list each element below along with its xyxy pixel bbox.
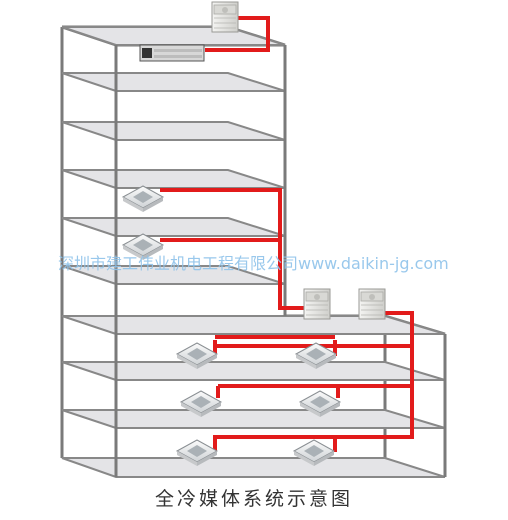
outdoor-unit-1	[303, 288, 331, 320]
pipe-riser-lower	[213, 311, 414, 455]
floor-slab	[61, 361, 446, 381]
cassette-unit	[121, 185, 165, 212]
floor-slab	[61, 315, 446, 335]
floor-slab	[61, 72, 286, 92]
cassette-unit	[294, 342, 338, 369]
cassette-unit	[298, 390, 342, 417]
cassette-unit	[121, 233, 165, 260]
pipe-riser-upper	[160, 188, 305, 310]
cassette-unit	[292, 439, 336, 466]
building-front-posts	[114, 45, 447, 477]
floor-slabs	[61, 26, 446, 478]
ducted-indoor-unit	[139, 44, 205, 62]
floor-slab	[61, 121, 286, 141]
pipe-roof	[205, 16, 270, 52]
floor-slab	[61, 409, 446, 429]
outdoor-unit-2	[358, 288, 386, 320]
floor-slab	[61, 217, 286, 237]
watermark-text: 深圳市建工伟业机电工程有限公司www.daikin-jg.com	[58, 254, 449, 273]
cassette-unit	[179, 390, 223, 417]
cassette-unit	[175, 342, 219, 369]
floor-slab	[61, 457, 446, 478]
outdoor-unit-roof	[211, 1, 239, 33]
cassette-unit	[175, 439, 219, 466]
diagram-caption: 全冷媒体系统示意图	[154, 488, 353, 510]
floor-slab	[61, 169, 286, 189]
floor-slab	[61, 26, 286, 46]
cassette-units	[121, 185, 342, 466]
